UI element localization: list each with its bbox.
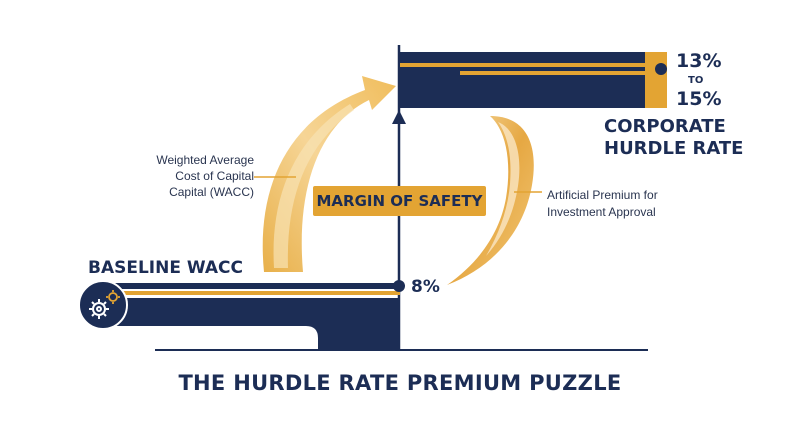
corporate-label-line1: CORPORATE [604,116,726,137]
baseline-bar-top [100,283,400,289]
corporate-range-separator: TO [688,75,704,86]
baseline-marker [393,280,405,292]
corporate-marker [655,63,667,75]
margin-of-safety-box [313,186,486,216]
wacc-note-line2: Cost of Capital [175,169,254,183]
left-arrow-highlight [273,104,354,268]
baseline-bar-body [100,298,400,350]
premium-note-line1: Artificial Premium for [547,188,658,202]
wacc-note-line1: Weighted Average [156,153,254,167]
axis-arrowhead [392,110,406,124]
gears-icon [78,280,128,330]
corporate-range-low: 13% [676,50,722,72]
corporate-bar-navy [400,52,645,108]
right-arrow-highlight [486,122,520,256]
baseline-label: BASELINE WACC [88,258,243,278]
left-curved-arrow [262,76,396,272]
margin-of-safety-label: MARGIN OF SAFETY [316,192,483,210]
wacc-note-line3: Capital (WACC) [169,185,254,199]
corporate-label-line2: HURDLE RATE [604,138,744,159]
corporate-range-high: 15% [676,88,722,110]
diagram-title: THE HURDLE RATE PREMIUM PUZZLE [178,371,622,395]
baseline-bar-gold-stripe [120,291,400,295]
premium-note-line2: Investment Approval [547,205,656,219]
corporate-bar-gold-stripe [460,71,660,75]
corporate-bar-gold-stripe-top [400,63,660,67]
baseline-value: 8% [411,277,440,297]
corporate-bar-gold-end [645,52,667,108]
